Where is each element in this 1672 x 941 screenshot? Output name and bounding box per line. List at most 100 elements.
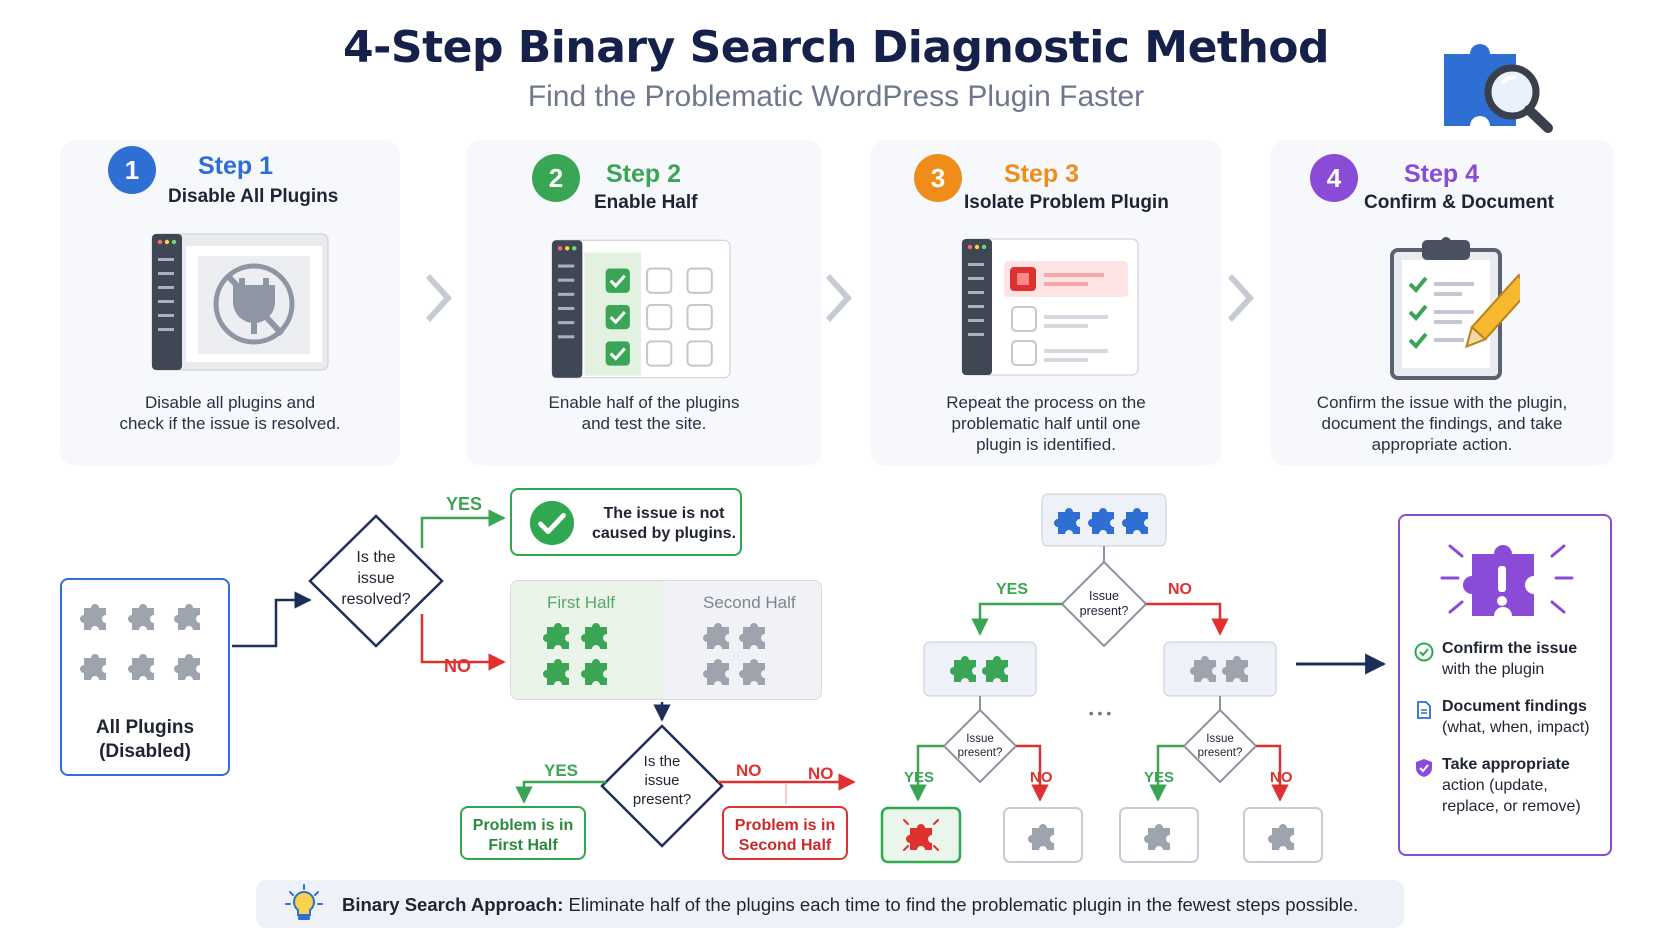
step-description: Repeat the process on the problematic ha… xyxy=(946,393,1146,454)
shield-icon xyxy=(1416,759,1432,777)
decision-text: Issue xyxy=(966,733,994,745)
page-subtitle: Find the Problematic WordPress Plugin Fa… xyxy=(527,80,1145,113)
ellipsis: • • • xyxy=(1089,705,1112,721)
half-enabled-window-icon xyxy=(551,239,731,379)
yes-arrow xyxy=(515,780,606,804)
plugin-group-right xyxy=(1163,641,1277,697)
yes-label: YES xyxy=(904,769,934,786)
page-title: 4-Step Binary Search Diagnostic Method xyxy=(343,22,1330,73)
step-label: Step 3 xyxy=(1004,160,1080,188)
decision-diamond-present xyxy=(600,724,724,848)
first-half-label: First Half xyxy=(547,593,615,612)
second-half-label: Second Half xyxy=(703,593,796,612)
step-label: Step 1 xyxy=(198,152,274,180)
footer-bar: Binary Search Approach: Eliminate half o… xyxy=(256,880,1404,928)
step-description: Disable all plugins and check if the iss… xyxy=(119,393,341,433)
yes-arrow xyxy=(971,602,1062,636)
no-arrow xyxy=(1256,744,1289,802)
confirm-item-2: Document findings (what, when, impact) xyxy=(1442,698,1590,736)
step-card-3: 3 Step 3 Isolate Problem Plugin Repeat t… xyxy=(870,140,1222,466)
decision-text: issue xyxy=(357,570,394,587)
no-label: NO xyxy=(736,761,762,780)
plugin-leaf-box xyxy=(1119,807,1199,863)
plugin-group-left xyxy=(923,641,1037,697)
no-label: NO xyxy=(1030,769,1053,786)
document-icon xyxy=(1417,701,1431,719)
footer-text: Binary Search Approach: Eliminate half o… xyxy=(342,894,1358,916)
no-label: NO xyxy=(808,764,834,783)
step-name: Isolate Problem Plugin xyxy=(964,192,1169,213)
all-plugins-label: All Plugins xyxy=(95,717,195,738)
check-circle-icon xyxy=(1414,642,1434,662)
connector-arrow xyxy=(232,591,312,648)
no-arrow xyxy=(1146,602,1229,636)
problem-first-half-box: Problem is in First Half xyxy=(460,806,586,860)
step-number-badge: 4 xyxy=(1310,154,1358,202)
decision-text: Is the xyxy=(644,753,681,770)
yes-arrow xyxy=(420,509,506,548)
chevron-right-icon xyxy=(1228,274,1254,322)
alert-puzzle-icon xyxy=(1440,544,1574,616)
yes-label: YES xyxy=(446,494,482,514)
decision-text: Issue xyxy=(1206,733,1234,745)
no-label: NO xyxy=(1270,769,1293,786)
check-circle-icon xyxy=(529,500,575,546)
not-caused-line-1: The issue is not xyxy=(603,505,725,522)
step-description: Enable half of the plugins and test the … xyxy=(548,393,740,433)
isolate-plugin-window-icon xyxy=(961,238,1139,376)
culprit-plugin-box xyxy=(880,806,962,864)
step-number-badge: 2 xyxy=(532,154,580,202)
step-label: Step 2 xyxy=(606,160,682,188)
decision-text: present? xyxy=(633,791,691,808)
plugin-leaf-box xyxy=(1003,807,1083,863)
decision-text: present? xyxy=(958,747,1003,759)
decision-diamond-top xyxy=(1060,560,1148,648)
footer-label: Binary Search Approach: xyxy=(342,894,564,915)
plugin-grid-icon xyxy=(80,604,200,680)
step-card-4: 4 Step 4 Confirm & Document Confirm the … xyxy=(1270,140,1614,466)
decision-text: present? xyxy=(1198,747,1243,759)
all-plugins-sublabel: (Disabled) xyxy=(99,741,191,762)
step-label: Step 4 xyxy=(1404,160,1480,188)
chevron-right-icon xyxy=(826,274,852,322)
decision-text: present? xyxy=(1080,604,1129,618)
step-card-1: 1 Step 1 Disable All Plugins Disable all… xyxy=(60,140,400,466)
lightbulb-icon xyxy=(285,884,323,920)
chevron-right-icon xyxy=(426,274,452,322)
plugin-halves-icons xyxy=(543,623,765,685)
decision-diamond-right xyxy=(1182,708,1258,784)
not-caused-box: The issue is not caused by plugins. xyxy=(510,488,742,556)
yes-label: YES xyxy=(544,761,578,780)
step-name: Disable All Plugins xyxy=(168,186,339,207)
all-plugins-box: All Plugins (Disabled) xyxy=(60,578,230,776)
plugin-leaf-box xyxy=(1243,807,1323,863)
no-arrow xyxy=(420,614,506,671)
step-number-badge: 1 xyxy=(108,146,156,194)
plugin-group-top xyxy=(1041,493,1167,547)
confirm-panel: Confirm the issue with the plugin Docume… xyxy=(1398,514,1612,856)
decision-text: Issue xyxy=(1089,589,1119,603)
decision-text: resolved? xyxy=(341,591,410,608)
yes-label: YES xyxy=(996,581,1028,598)
no-label: NO xyxy=(444,656,471,676)
decision-text: issue xyxy=(644,772,679,789)
problem-second-half-box: Problem is in Second Half xyxy=(722,806,848,860)
plugin-halves-panel: First Half Second Half xyxy=(510,580,822,700)
confirm-item-3: Take appropriate action (update, replace… xyxy=(1442,756,1581,815)
yes-arrow xyxy=(909,744,944,802)
no-label: NO xyxy=(1168,581,1192,598)
confirm-item-1: Confirm the issue with the plugin xyxy=(1442,640,1578,678)
step-card-2: 2 Step 2 Enable Half Enable half of the … xyxy=(466,140,822,466)
decision-text: Is the xyxy=(356,549,395,566)
disabled-plugin-window-icon xyxy=(151,233,329,371)
yes-label: YES xyxy=(1144,769,1174,786)
step-number-badge: 3 xyxy=(914,154,962,202)
yes-arrow xyxy=(1149,744,1184,802)
decision-diamond-resolved xyxy=(308,514,444,648)
step-description: Confirm the issue with the plugin, docum… xyxy=(1316,393,1568,454)
no-arrow xyxy=(1016,744,1049,802)
clipboard-pencil-icon xyxy=(1390,237,1520,380)
puzzle-search-icon xyxy=(1444,44,1553,133)
step-name: Enable Half xyxy=(594,192,698,213)
step-name: Confirm & Document xyxy=(1364,192,1554,213)
